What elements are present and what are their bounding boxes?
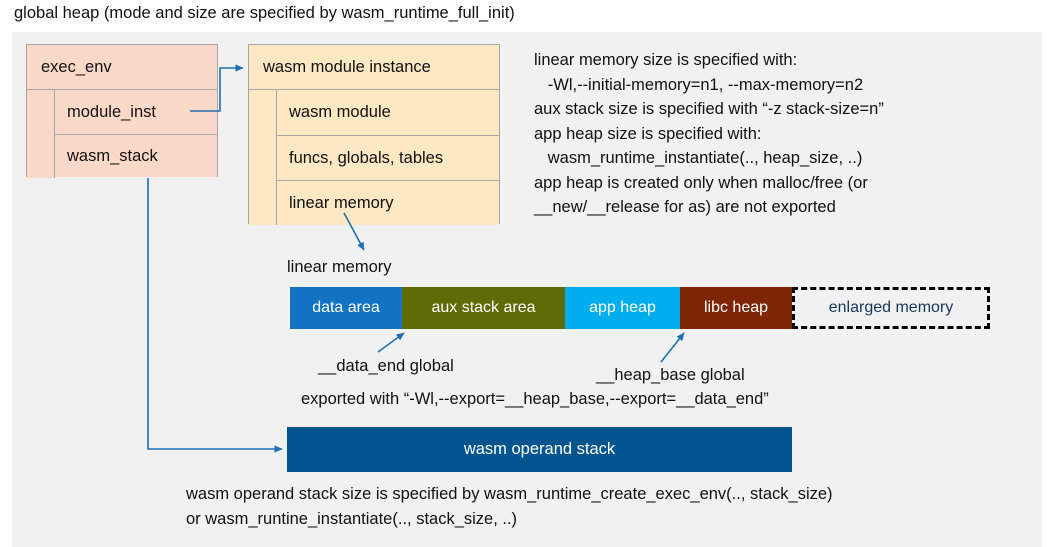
- memory-segment-aux-stack-area: aux stack area: [402, 287, 565, 329]
- annotation-exported-with: exported with “-Wl,--export=__heap_base,…: [301, 390, 769, 408]
- operand-stack-note: wasm operand stack size is specified by …: [186, 485, 833, 528]
- field-wasm-stack: wasm_stack: [55, 134, 217, 177]
- memory-segment-libc-heap: libc heap: [680, 287, 792, 329]
- annotation-data-end: __data_end global: [318, 357, 454, 375]
- wasm-module-instance-box: wasm module instance wasm module funcs, …: [248, 44, 500, 225]
- module-instance-gutter: [249, 90, 277, 225]
- exec-env-fields: module_inst wasm_stack: [27, 90, 217, 178]
- module-instance-header: wasm module instance: [249, 45, 499, 90]
- memory-config-notes: linear memory size is specified with: -W…: [534, 51, 884, 216]
- field-linear-memory: linear memory: [277, 180, 499, 225]
- exec-env-box: exec_env module_inst wasm_stack: [26, 44, 218, 178]
- page-title: global heap (mode and size are specified…: [14, 4, 515, 22]
- annotation-heap-base: __heap_base global: [596, 366, 745, 384]
- linear-memory-bar-label: linear memory: [287, 258, 392, 276]
- memory-segment-app-heap: app heap: [565, 287, 680, 329]
- exec-env-gutter: [27, 90, 55, 178]
- module-instance-fields: wasm module funcs, globals, tables linea…: [249, 90, 499, 225]
- field-funcs-globals-tables: funcs, globals, tables: [277, 135, 499, 180]
- wasm-operand-stack-box: wasm operand stack: [287, 427, 792, 472]
- field-wasm-module: wasm module: [277, 90, 499, 135]
- exec-env-header: exec_env: [27, 45, 217, 90]
- memory-segment-enlarged-memory: enlarged memory: [792, 287, 990, 329]
- field-module-inst: module_inst: [55, 90, 217, 134]
- memory-segment-data-area: data area: [290, 287, 402, 329]
